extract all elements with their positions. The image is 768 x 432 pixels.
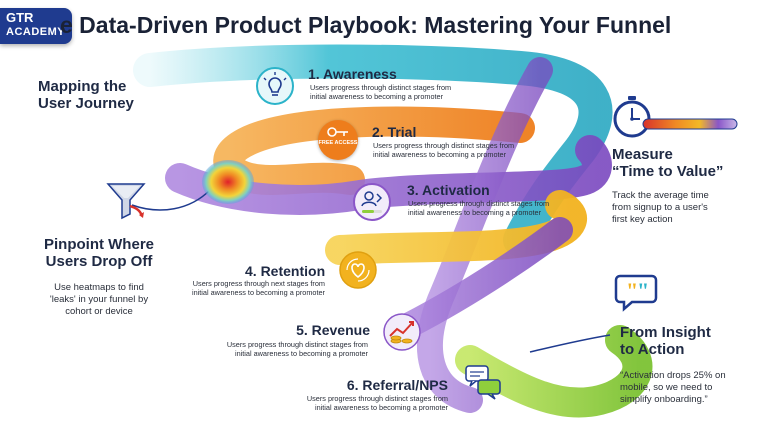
insight-text-line3: simplify onboarding.” — [620, 394, 708, 405]
ribbon-activation — [165, 135, 612, 215]
user-progress-icon — [353, 183, 391, 221]
revenue-chart-icon — [383, 313, 421, 351]
connector-funnel — [131, 189, 211, 211]
svg-text:": " — [637, 278, 649, 303]
stage-referral-desc: Users progress through distinct stages f… — [306, 394, 448, 412]
quote-bubble-icon: " " — [614, 274, 658, 312]
measure-heading-line1: Measure — [612, 146, 673, 163]
heatmap-blob — [202, 160, 254, 204]
pinpoint-text-line3: cohort or device — [65, 306, 133, 317]
insight-heading-line2: to Action — [620, 341, 685, 358]
insight-text-line1: “Activation drops 25% on — [620, 370, 726, 381]
free-access-badge: FREE ACCESS — [318, 140, 358, 146]
insight-heading-line1: From Insight — [620, 324, 711, 341]
mapping-heading-line1: Mapping the — [38, 78, 127, 95]
measure-text: Track the average time from signup to a … — [612, 190, 752, 226]
stage-trial-desc: Users progress through distinct stages f… — [373, 141, 515, 159]
measure-text-line3: first key action — [612, 214, 673, 225]
page-title: e Data-Driven Product Playbook: Masterin… — [60, 12, 672, 38]
heart-cycle-icon — [339, 251, 377, 289]
ribbon-referral — [455, 325, 653, 418]
insight-text: “Activation drops 25% on mobile, so we n… — [620, 370, 760, 406]
pinpoint-heading-line1: Pinpoint Where — [44, 236, 154, 253]
stopwatch-icon — [613, 96, 651, 138]
stage-awareness-title: 1. Awareness — [308, 66, 397, 82]
insight-heading: From Insight to Action — [620, 324, 711, 358]
insight-text-line2: mobile, so we need to — [620, 382, 713, 393]
brand-logo: GTR ACADEMY — [0, 8, 72, 44]
measure-heading-line2: “Time to Value” — [612, 163, 724, 180]
mapping-heading: Mapping the User Journey — [38, 78, 134, 112]
connector-insight — [529, 334, 611, 353]
stage-referral-title: 6. Referral/NPS — [346, 377, 448, 393]
ribbon-revenue — [387, 217, 573, 343]
pinpoint-heading-line2: Users Drop Off — [45, 253, 153, 270]
stage-revenue-title: 5. Revenue — [296, 322, 370, 338]
pinpoint-text-line1: Use heatmaps to find — [54, 282, 144, 293]
ribbon-descent — [417, 57, 553, 413]
svg-text:": " — [626, 278, 638, 303]
stage-activation-desc: Users progress through distinct stages f… — [408, 199, 550, 217]
pinpoint-heading: Pinpoint Where Users Drop Off — [34, 236, 164, 270]
pinpoint-text-line2: 'leaks' in your funnel by — [49, 294, 149, 305]
chat-bubbles-icon — [465, 365, 501, 400]
pinpoint-text: Use heatmaps to find 'leaks' in your fun… — [36, 282, 162, 318]
measure-heading: Measure “Time to Value” — [612, 146, 723, 180]
stage-revenue-desc: Users progress through distinct stages f… — [226, 340, 368, 358]
lightbulb-icon — [256, 67, 294, 105]
key-icon: FREE ACCESS — [318, 120, 358, 160]
brand-logo-line2: ACADEMY — [6, 26, 66, 38]
stage-awareness-desc: Users progress through distinct stages f… — [310, 83, 452, 101]
measure-text-line1: Track the average time — [612, 190, 709, 201]
key-glyph-icon — [327, 127, 348, 137]
funnel-icon — [106, 183, 146, 220]
measure-text-line2: from signup to a user's — [612, 202, 708, 213]
stage-retention-desc: Users progress through next stages from … — [191, 279, 325, 297]
brand-logo-line1: GTR — [6, 10, 34, 25]
stage-activation-title: 3. Activation — [407, 182, 490, 198]
stage-trial-title: 2. Trial — [372, 124, 417, 140]
time-to-value-bar — [642, 118, 738, 130]
ribbon-trial — [213, 106, 535, 196]
mapping-heading-line2: User Journey — [38, 95, 134, 112]
stage-retention-title: 4. Retention — [245, 263, 326, 279]
